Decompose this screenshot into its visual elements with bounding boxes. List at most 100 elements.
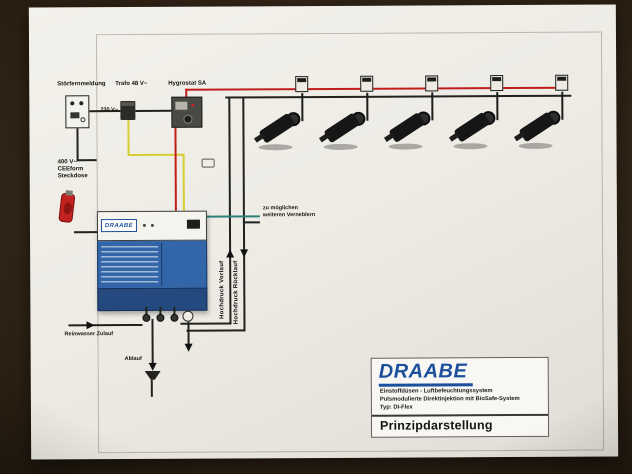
cee-cable-gland	[65, 190, 73, 196]
indicator-dot	[79, 101, 84, 106]
unit-button	[150, 223, 154, 227]
nozzle-body	[453, 111, 491, 143]
valve-fitting	[156, 313, 165, 322]
nozzle-unit	[318, 74, 382, 166]
humidifier-unit: DRAABE	[96, 210, 208, 312]
relay-block	[70, 112, 80, 119]
cee-cable	[73, 231, 98, 234]
ceiling-valve	[425, 75, 439, 92]
nozzle-shadow	[323, 143, 358, 150]
supply-hose	[561, 91, 564, 120]
ruecklauf-pipe-horizontal	[186, 329, 246, 332]
nozzle-body	[258, 112, 296, 144]
nozzle-tip	[448, 131, 461, 142]
supply-hose	[366, 92, 369, 121]
ablauf-flow-arrow	[148, 362, 157, 371]
nozzle-tip	[253, 132, 266, 143]
nozzle-unit	[253, 74, 317, 166]
nozzle-tip	[383, 132, 396, 142]
gauge-drain-arrow	[184, 343, 193, 352]
ceiling-valve	[360, 75, 374, 92]
nozzle-body	[388, 112, 426, 144]
valve-cap	[492, 77, 502, 82]
further-nozzles-stub-teal	[206, 215, 260, 218]
nozzle-tip	[513, 131, 526, 142]
unit-vents	[101, 245, 159, 284]
further-nozzles-note: zu möglichen weiteren Verneblern	[263, 205, 315, 218]
unit-control-panel: DRAABE	[96, 210, 208, 242]
reinwasser-flow-arrow	[86, 320, 95, 329]
valve-fitting	[170, 313, 179, 322]
trafo-wire-yellow-1	[127, 120, 130, 157]
valve-cap	[557, 76, 567, 81]
supply-hose	[431, 92, 434, 121]
hygrostat-display	[175, 101, 188, 110]
ceiling-valve	[555, 74, 569, 91]
reinwasser-label: Reinwasser Zulauf	[64, 331, 114, 338]
unit-body-seam	[161, 242, 163, 286]
nozzle-shadow	[453, 143, 488, 150]
trafo-wire-yellow-3	[182, 153, 185, 211]
hygrostat-device	[171, 96, 203, 128]
nozzle-tip	[318, 132, 331, 143]
supply-hose	[301, 93, 304, 122]
ablauf-pipe	[151, 318, 154, 365]
nozzle-unit	[513, 73, 577, 165]
hygrostat-label: Hygrostat SA	[168, 80, 207, 87]
valve-fitting	[142, 313, 151, 322]
title-block: DRAABE Einstoffdüsen - Luftbefeuchtungss…	[370, 356, 550, 438]
valve-cap	[297, 78, 307, 83]
hygrostat-knob	[183, 114, 193, 124]
nozzle-unit	[448, 73, 512, 165]
diagram-paper: Störfernmeldung Trafo 48 V~ 230 V~ Hygro…	[28, 4, 619, 460]
stoerfernmeldung-label: Störfernmeldung	[57, 81, 106, 88]
cee-socket-face	[63, 202, 73, 215]
system-subtitle-2: Pulsmodulierte Direktinjektion mit BioSa…	[379, 395, 520, 403]
unit-base	[97, 287, 208, 312]
nozzle-body	[323, 112, 361, 144]
pressure-gauge	[182, 310, 194, 322]
valve-cap	[362, 77, 372, 82]
reinwasser-pipe	[68, 323, 143, 327]
system-subtitle-3: Typ: DI-Flex	[379, 404, 413, 411]
hygrostat-wire-red	[174, 127, 177, 211]
nozzle-unit	[383, 73, 447, 165]
ceiling-valve	[490, 75, 504, 92]
ruecklauf-flow-arrow	[240, 249, 249, 258]
unit-body	[97, 240, 208, 289]
power-400v-label: 400 V~ CEEform Steckdose	[58, 159, 88, 180]
unit-display	[186, 219, 200, 229]
draabe-logo-rule	[378, 383, 473, 387]
further-nozzles-stub-dark	[242, 221, 260, 224]
unit-button	[142, 223, 146, 227]
drain-stub	[150, 379, 153, 397]
title-block-divider	[371, 413, 548, 417]
voltage-230v-label: 230 V~	[100, 107, 118, 114]
buzzer-ring	[80, 117, 86, 123]
ablauf-label: Ablauf	[124, 355, 142, 363]
stoermeldung-wire-vertical	[76, 128, 79, 162]
ceiling-valve	[295, 76, 309, 93]
trafo-label: Trafo 48 V~	[115, 80, 148, 88]
control-wire-link-2	[135, 109, 172, 112]
indicator-dot	[70, 101, 75, 106]
system-subtitle-1: Einstoffdüsen - Luftbefeuchtungssystem	[379, 388, 493, 395]
nozzle-shadow	[258, 144, 293, 151]
unit-brand-plate: DRAABE	[100, 218, 137, 233]
nozzle-shadow	[388, 143, 423, 150]
trafo-vents	[121, 101, 135, 107]
nozzle-shadow	[518, 142, 553, 149]
draabe-logo: DRAABE	[378, 360, 468, 383]
junction-box	[201, 158, 215, 168]
further-nozzles-line2: weiteren Verneblern	[262, 211, 316, 218]
stoerfernmeldung-device	[65, 95, 90, 129]
nozzle-body	[518, 111, 556, 143]
valve-cap	[427, 77, 437, 82]
supply-hose	[496, 92, 499, 121]
vorlauf-flow-arrow	[226, 249, 235, 258]
power-400v-line3: Steckdose	[57, 173, 88, 180]
cee-plug	[58, 190, 76, 224]
ruecklauf-label: Hochdruck Rücklauf	[233, 260, 240, 325]
diagram-title: Prinzipdarstellung	[379, 418, 493, 433]
